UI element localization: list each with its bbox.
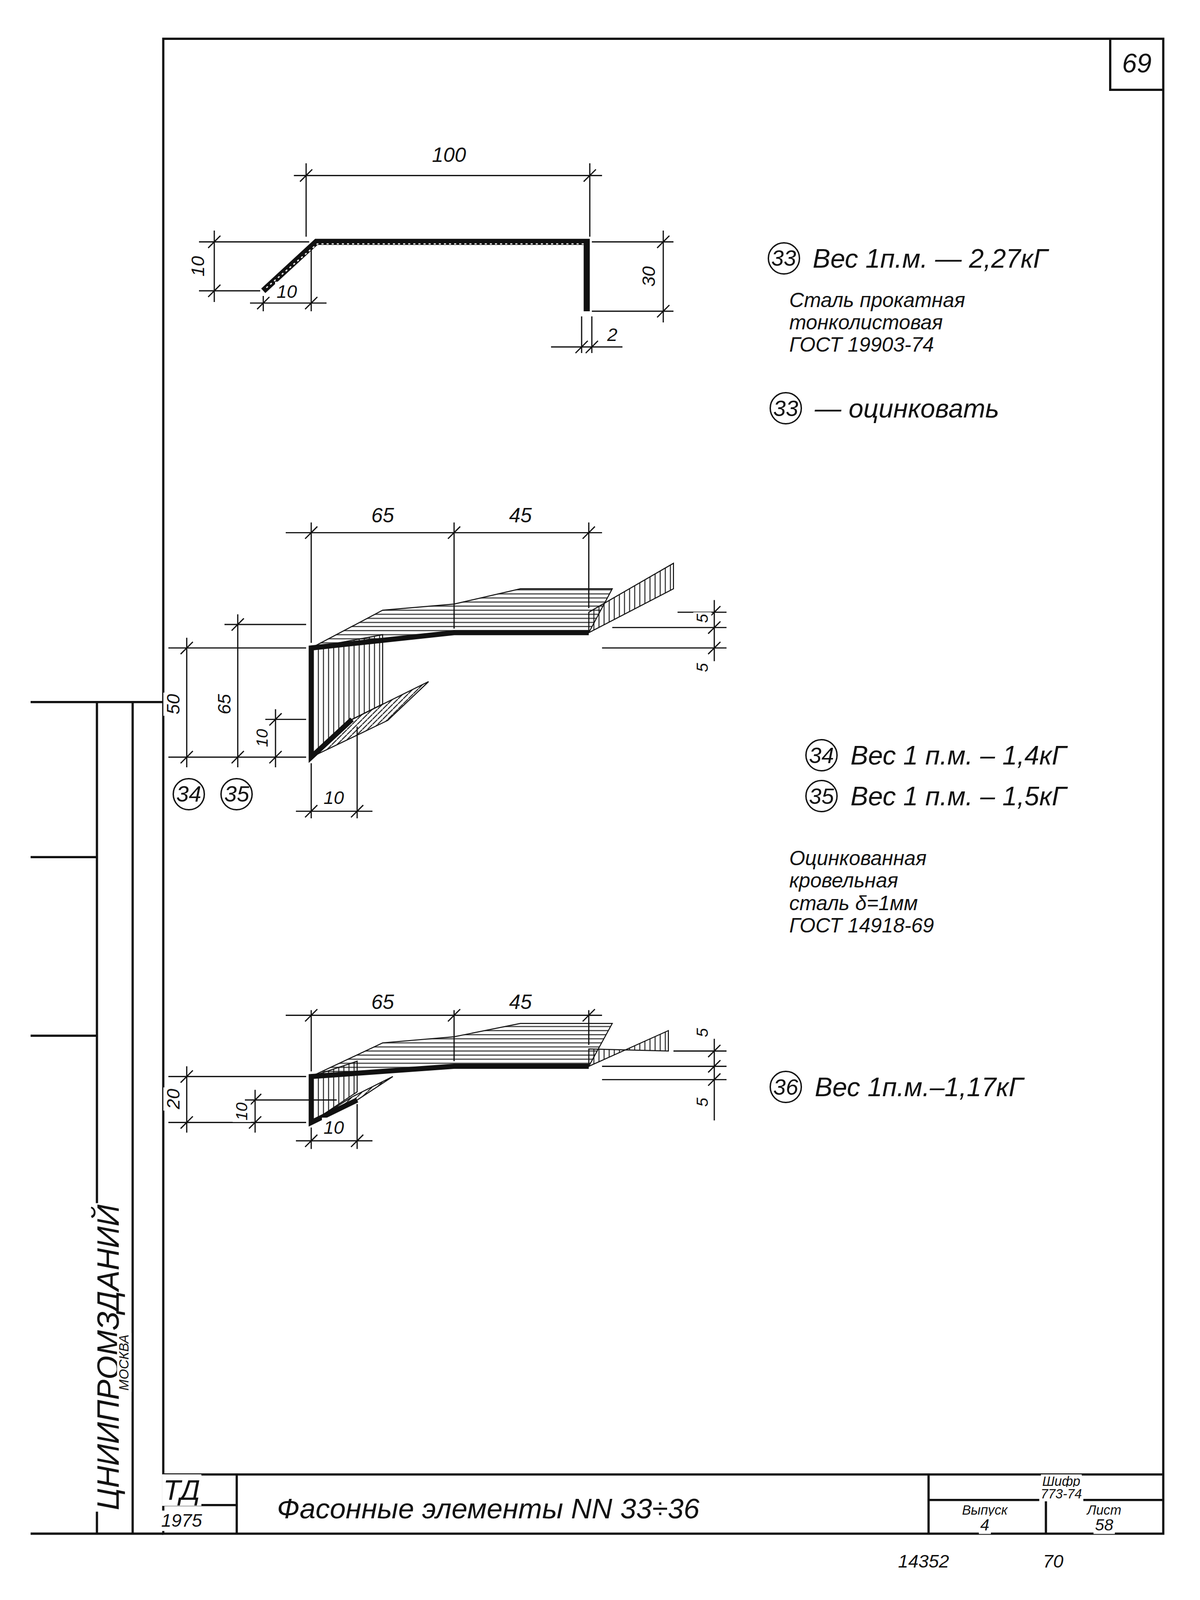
cipher-value: 773-74 <box>1039 1486 1084 1502</box>
dimension: 65 <box>370 990 396 1014</box>
callout-circle: 33 <box>769 391 803 425</box>
dimension: 5 <box>693 661 712 674</box>
weight-note: Вес 1п.м.–1,17кГ <box>813 1072 1025 1102</box>
dimension: 100 <box>430 143 468 167</box>
callout-number: 34 <box>808 744 835 767</box>
sheet-frame <box>30 38 1164 1534</box>
page-number: 70 <box>1041 1551 1065 1572</box>
dimension: 45 <box>507 990 534 1014</box>
dimension: 5 <box>693 1026 712 1040</box>
callout-number: 36 <box>773 1075 799 1098</box>
dimension: 10 <box>253 727 272 749</box>
dimensions-34-35 <box>168 522 727 819</box>
callout-number: 33 <box>771 246 797 270</box>
sheet-title: Фасонные элементы NN 33÷36 <box>275 1492 701 1525</box>
dimension: 10 <box>321 788 346 809</box>
sheet-number: 69 <box>1120 48 1154 78</box>
callout-number: 35 <box>224 782 250 805</box>
finish-note: — оцинковать <box>813 393 1001 424</box>
callout-circle: 36 <box>769 1070 803 1104</box>
dimension: 10 <box>187 254 209 278</box>
dimension: 30 <box>638 264 660 289</box>
profile-36 <box>311 1023 669 1123</box>
callout-circle: 34 <box>805 738 838 772</box>
dimension: 10 <box>321 1117 346 1138</box>
stamp-year: 1975 <box>160 1510 204 1531</box>
weight-note: Вес 1п.м. — 2,27кГ <box>811 243 1049 273</box>
weight-note: Вес 1 п.м. – 1,4кГ <box>848 740 1068 771</box>
callout-circle: 35 <box>220 777 253 811</box>
callout-circle: 35 <box>805 779 838 813</box>
dimension: 45 <box>507 504 534 527</box>
material-note: Сталь прокатная тонколистовая ГОСТ 19903… <box>787 288 975 357</box>
dimension: 20 <box>163 1087 184 1111</box>
callout-circle: 33 <box>767 242 801 275</box>
callout-circle: 34 <box>172 777 206 811</box>
archive-number: 14352 <box>896 1551 951 1572</box>
dimension: 2 <box>605 324 619 346</box>
callout-number: 35 <box>808 784 835 808</box>
dimension: 50 <box>163 692 184 716</box>
dimension: 10 <box>232 1100 251 1122</box>
dimension: 5 <box>693 1096 712 1109</box>
issue-value: 4 <box>978 1515 991 1534</box>
dimension: 10 <box>275 281 299 302</box>
material-note: Оцинкованная кровельная сталь δ=1мм ГОСТ… <box>787 847 954 937</box>
dimensions-33 <box>198 163 674 353</box>
callout-number: 34 <box>176 782 202 805</box>
sheet-value: 58 <box>1093 1515 1115 1534</box>
dimension: 5 <box>693 612 712 625</box>
city-stamp: МОСКВА <box>117 1333 132 1393</box>
stamp-text: ТД <box>161 1474 202 1506</box>
callout-number: 33 <box>773 397 799 420</box>
dimension: 65 <box>370 504 396 527</box>
profile-34-35 <box>311 563 674 758</box>
dimension: 65 <box>214 692 235 716</box>
dimensions-36 <box>168 1008 727 1149</box>
weight-note: Вес 1 п.м. – 1,5кГ <box>848 781 1068 811</box>
